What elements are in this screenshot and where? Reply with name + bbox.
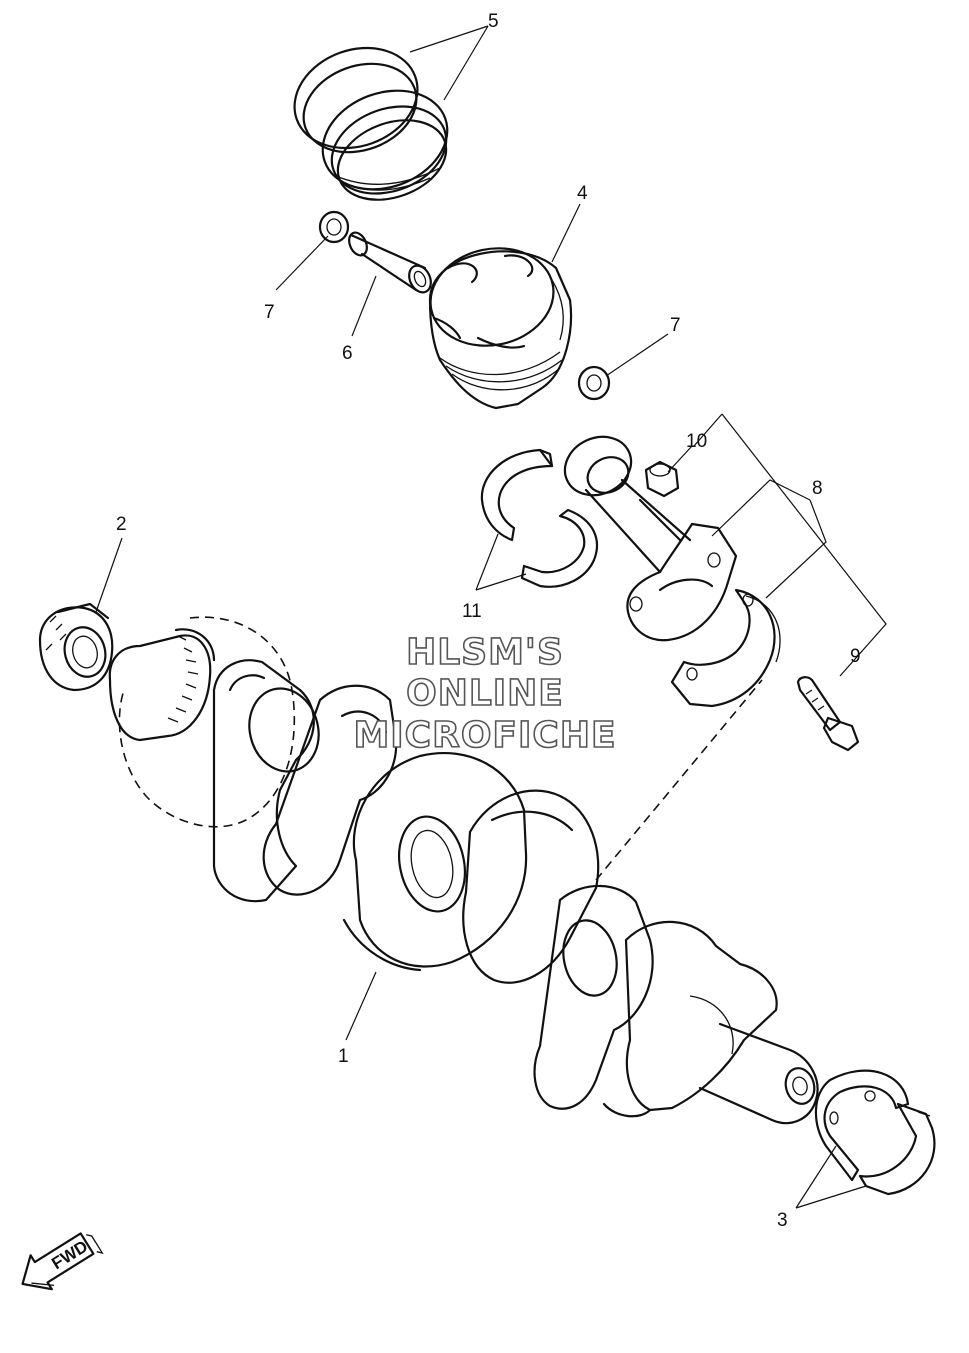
callout-9: 9 xyxy=(850,646,861,667)
main-bearings xyxy=(814,1069,936,1196)
piston-pin-clip-right xyxy=(577,365,611,401)
callout-8: 8 xyxy=(812,478,823,499)
crankshaft xyxy=(108,616,819,1125)
callout-1: 1 xyxy=(338,1046,349,1067)
watermark: HLSM'S ONLINE MICROFICHE xyxy=(353,631,617,757)
callout-4: 4 xyxy=(577,183,588,204)
callout-2: 2 xyxy=(116,514,127,535)
connecting-rod-bearings xyxy=(480,448,599,588)
callout-5: 5 xyxy=(488,11,499,32)
connecting-rod xyxy=(563,435,781,708)
callout-11: 11 xyxy=(462,601,482,622)
watermark-line-3: MICROFICHE xyxy=(353,715,616,756)
callout-7-right: 7 xyxy=(670,315,681,336)
forward-direction-arrow: FWD xyxy=(21,1232,104,1291)
crank-sprocket xyxy=(38,602,114,692)
rod-bolt xyxy=(796,676,860,752)
piston xyxy=(428,247,573,410)
callout-6: 6 xyxy=(342,343,353,364)
piston-pin-clip-left xyxy=(318,210,350,244)
callout-3: 3 xyxy=(777,1210,788,1231)
watermark-line-2: ONLINE xyxy=(406,673,564,714)
arrow-icon xyxy=(21,1232,95,1291)
piston-rings xyxy=(293,46,449,201)
callout-7-left: 7 xyxy=(264,302,275,323)
leader-lines xyxy=(95,25,887,1209)
callout-10: 10 xyxy=(686,431,707,452)
watermark-line-1: HLSM'S xyxy=(406,632,564,673)
piston-pin xyxy=(348,231,432,294)
